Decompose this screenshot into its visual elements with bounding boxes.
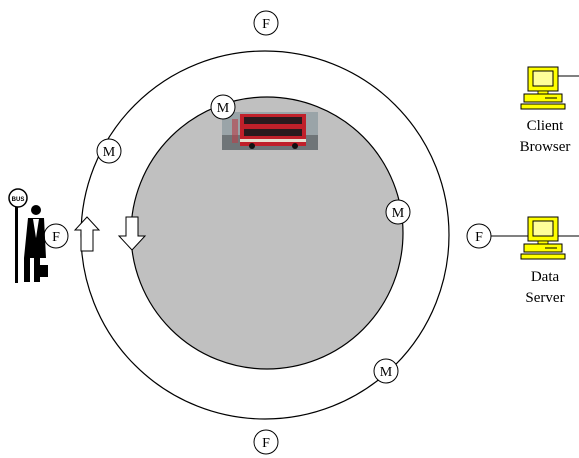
data-server-label-line2: Server xyxy=(525,290,564,306)
data-server-computer-icon xyxy=(491,216,579,260)
client-browser-label-line1: Client xyxy=(527,118,564,134)
fixed-node-top: F xyxy=(253,10,279,36)
mobile-node-label: M xyxy=(380,365,393,380)
data-server-label-line1: Data xyxy=(531,269,560,285)
mobile-node-top: M xyxy=(210,94,236,120)
fixed-node-label: F xyxy=(475,230,483,245)
mobile-node-bottom-right: M xyxy=(373,358,399,384)
bus-photo xyxy=(222,112,318,150)
mobile-node-label: M xyxy=(103,145,116,160)
mobile-node-label: M xyxy=(392,206,405,221)
down-arrow-icon xyxy=(117,216,147,251)
client-browser-computer-icon xyxy=(520,66,579,110)
fixed-node-right: F xyxy=(466,223,492,249)
fixed-node-left: F xyxy=(43,223,69,249)
fixed-node-label: F xyxy=(52,230,60,245)
fixed-node-label: F xyxy=(262,17,270,32)
bus-stop-person-icon: BUS xyxy=(8,188,48,283)
fixed-node-bottom: F xyxy=(253,429,279,455)
mobile-node-left: M xyxy=(96,138,122,164)
bus-sign-text: BUS xyxy=(12,197,25,203)
up-arrow-icon xyxy=(73,216,101,252)
mobile-node-right: M xyxy=(385,199,411,225)
fixed-node-label: F xyxy=(262,436,270,451)
client-browser-label-line2: Browser xyxy=(520,139,571,155)
mobile-node-label: M xyxy=(217,101,230,116)
